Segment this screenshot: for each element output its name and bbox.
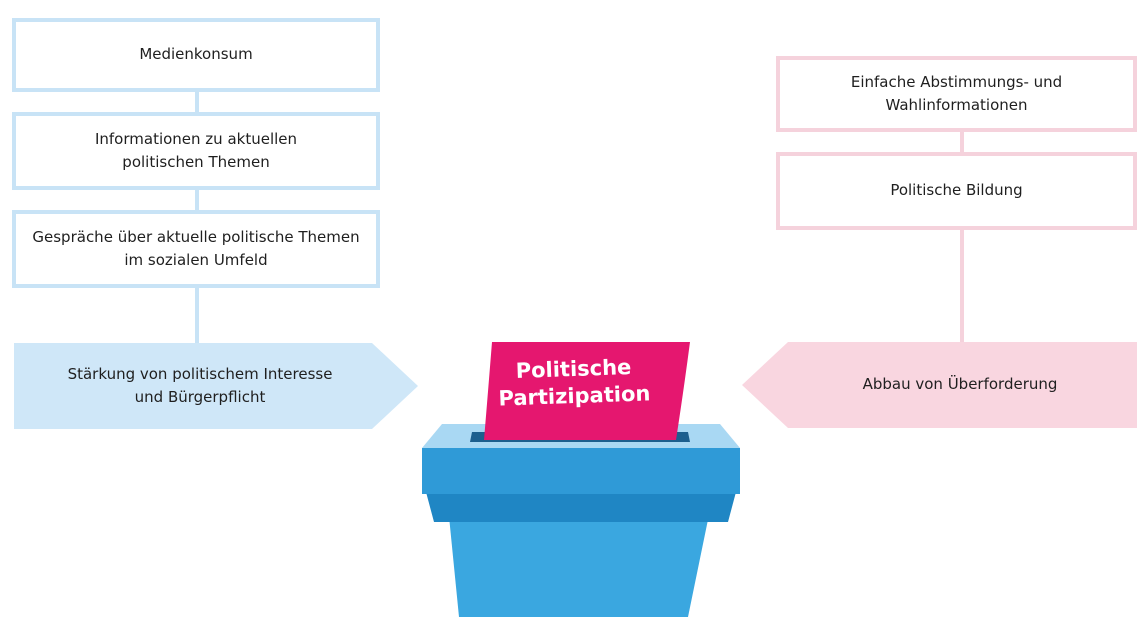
left-step-label: Medienkonsum	[139, 45, 253, 64]
left-step-political-information: Informationen zu aktuellen politischen T…	[12, 112, 380, 190]
right-connector-1	[960, 132, 964, 152]
left-step-label: Gespräche über aktuelle politische Theme…	[32, 227, 360, 269]
left-outcome-arrow	[14, 343, 418, 429]
right-step-label: Einfache Abstimmungs- und Wahlinformatio…	[850, 72, 1063, 114]
left-outcome-label: Stärkung von politischem Interesse und B…	[67, 364, 333, 406]
left-connector-2	[195, 190, 199, 210]
right-step-voting-information: Einfache Abstimmungs- und Wahlinformatio…	[776, 56, 1137, 132]
right-connector-2	[960, 230, 964, 342]
ballot-label: Politische Partizipation	[498, 354, 651, 411]
right-step-label: Politische Bildung	[890, 181, 1023, 200]
left-step-media-consumption: Medienkonsum	[12, 18, 380, 92]
ballot-box-lid-front	[422, 448, 740, 494]
right-outcome-label: Abbau von Überforderung	[862, 375, 1058, 394]
left-connector-3	[195, 288, 199, 346]
left-connector-1	[195, 92, 199, 112]
ballot-paper	[484, 342, 690, 440]
right-step-political-education: Politische Bildung	[776, 152, 1137, 230]
ballot-box-band	[426, 492, 736, 522]
left-step-label: Informationen zu aktuellen politischen T…	[94, 129, 298, 171]
left-step-social-conversations: Gespräche über aktuelle politische Theme…	[12, 210, 380, 288]
right-outcome-arrow	[742, 342, 1137, 428]
